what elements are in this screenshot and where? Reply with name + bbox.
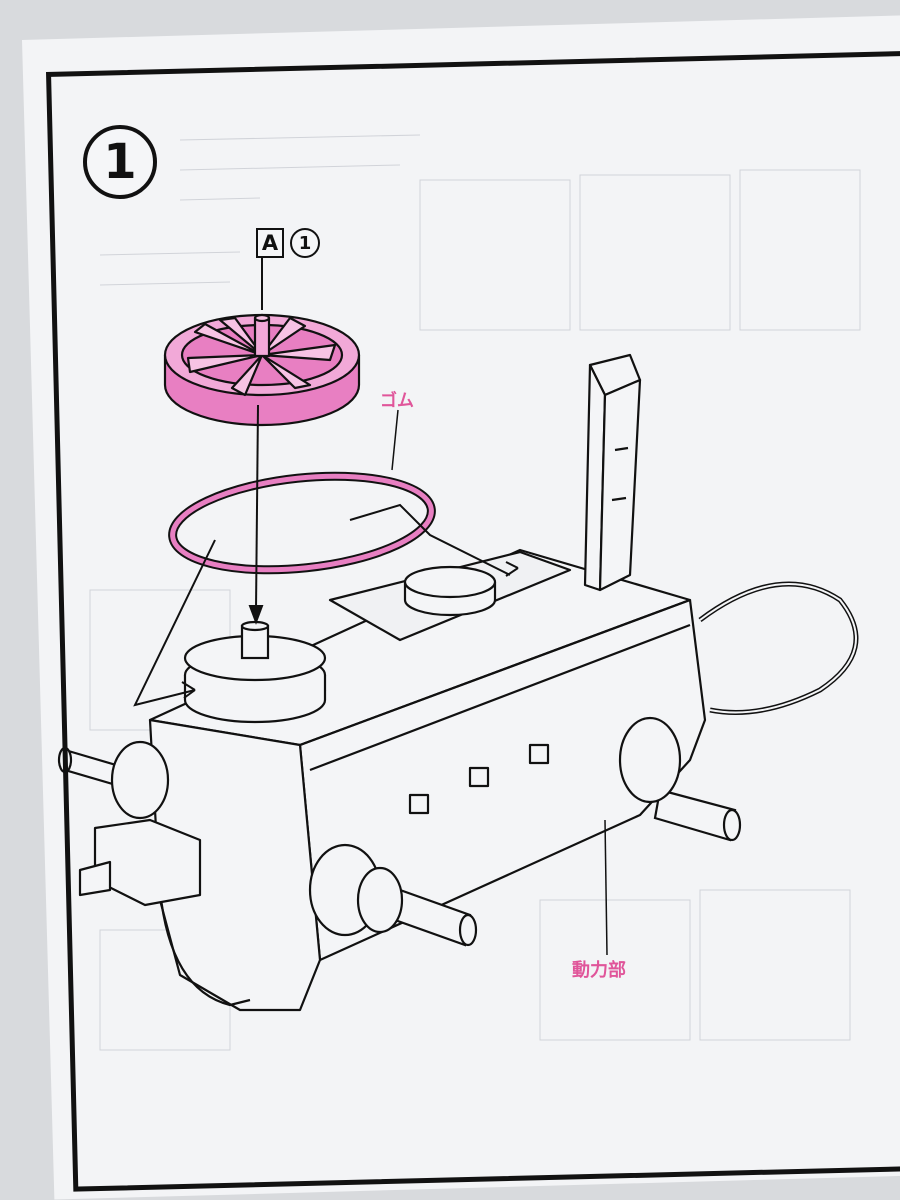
drive-pulley <box>183 620 327 724</box>
pink-pulley-part <box>163 313 361 427</box>
power-unit-leader-line <box>604 819 608 956</box>
part-sprue-letter: A <box>256 228 284 258</box>
band-routing-lines <box>133 503 519 707</box>
rubber-band <box>168 471 436 575</box>
step-number-badge: 1 <box>83 125 157 199</box>
power-unit-label: 動力部 <box>572 960 626 981</box>
rubber-label: ゴム <box>380 391 414 411</box>
part-number-circle: 1 <box>290 228 320 258</box>
instruction-frame <box>46 50 900 1192</box>
rubber-leader-line <box>391 409 399 471</box>
part-reference: A 1 <box>256 228 320 258</box>
idler-pulley <box>403 565 497 617</box>
axles <box>57 716 742 947</box>
assembly-arrow <box>248 255 264 625</box>
switch-post <box>583 353 642 592</box>
